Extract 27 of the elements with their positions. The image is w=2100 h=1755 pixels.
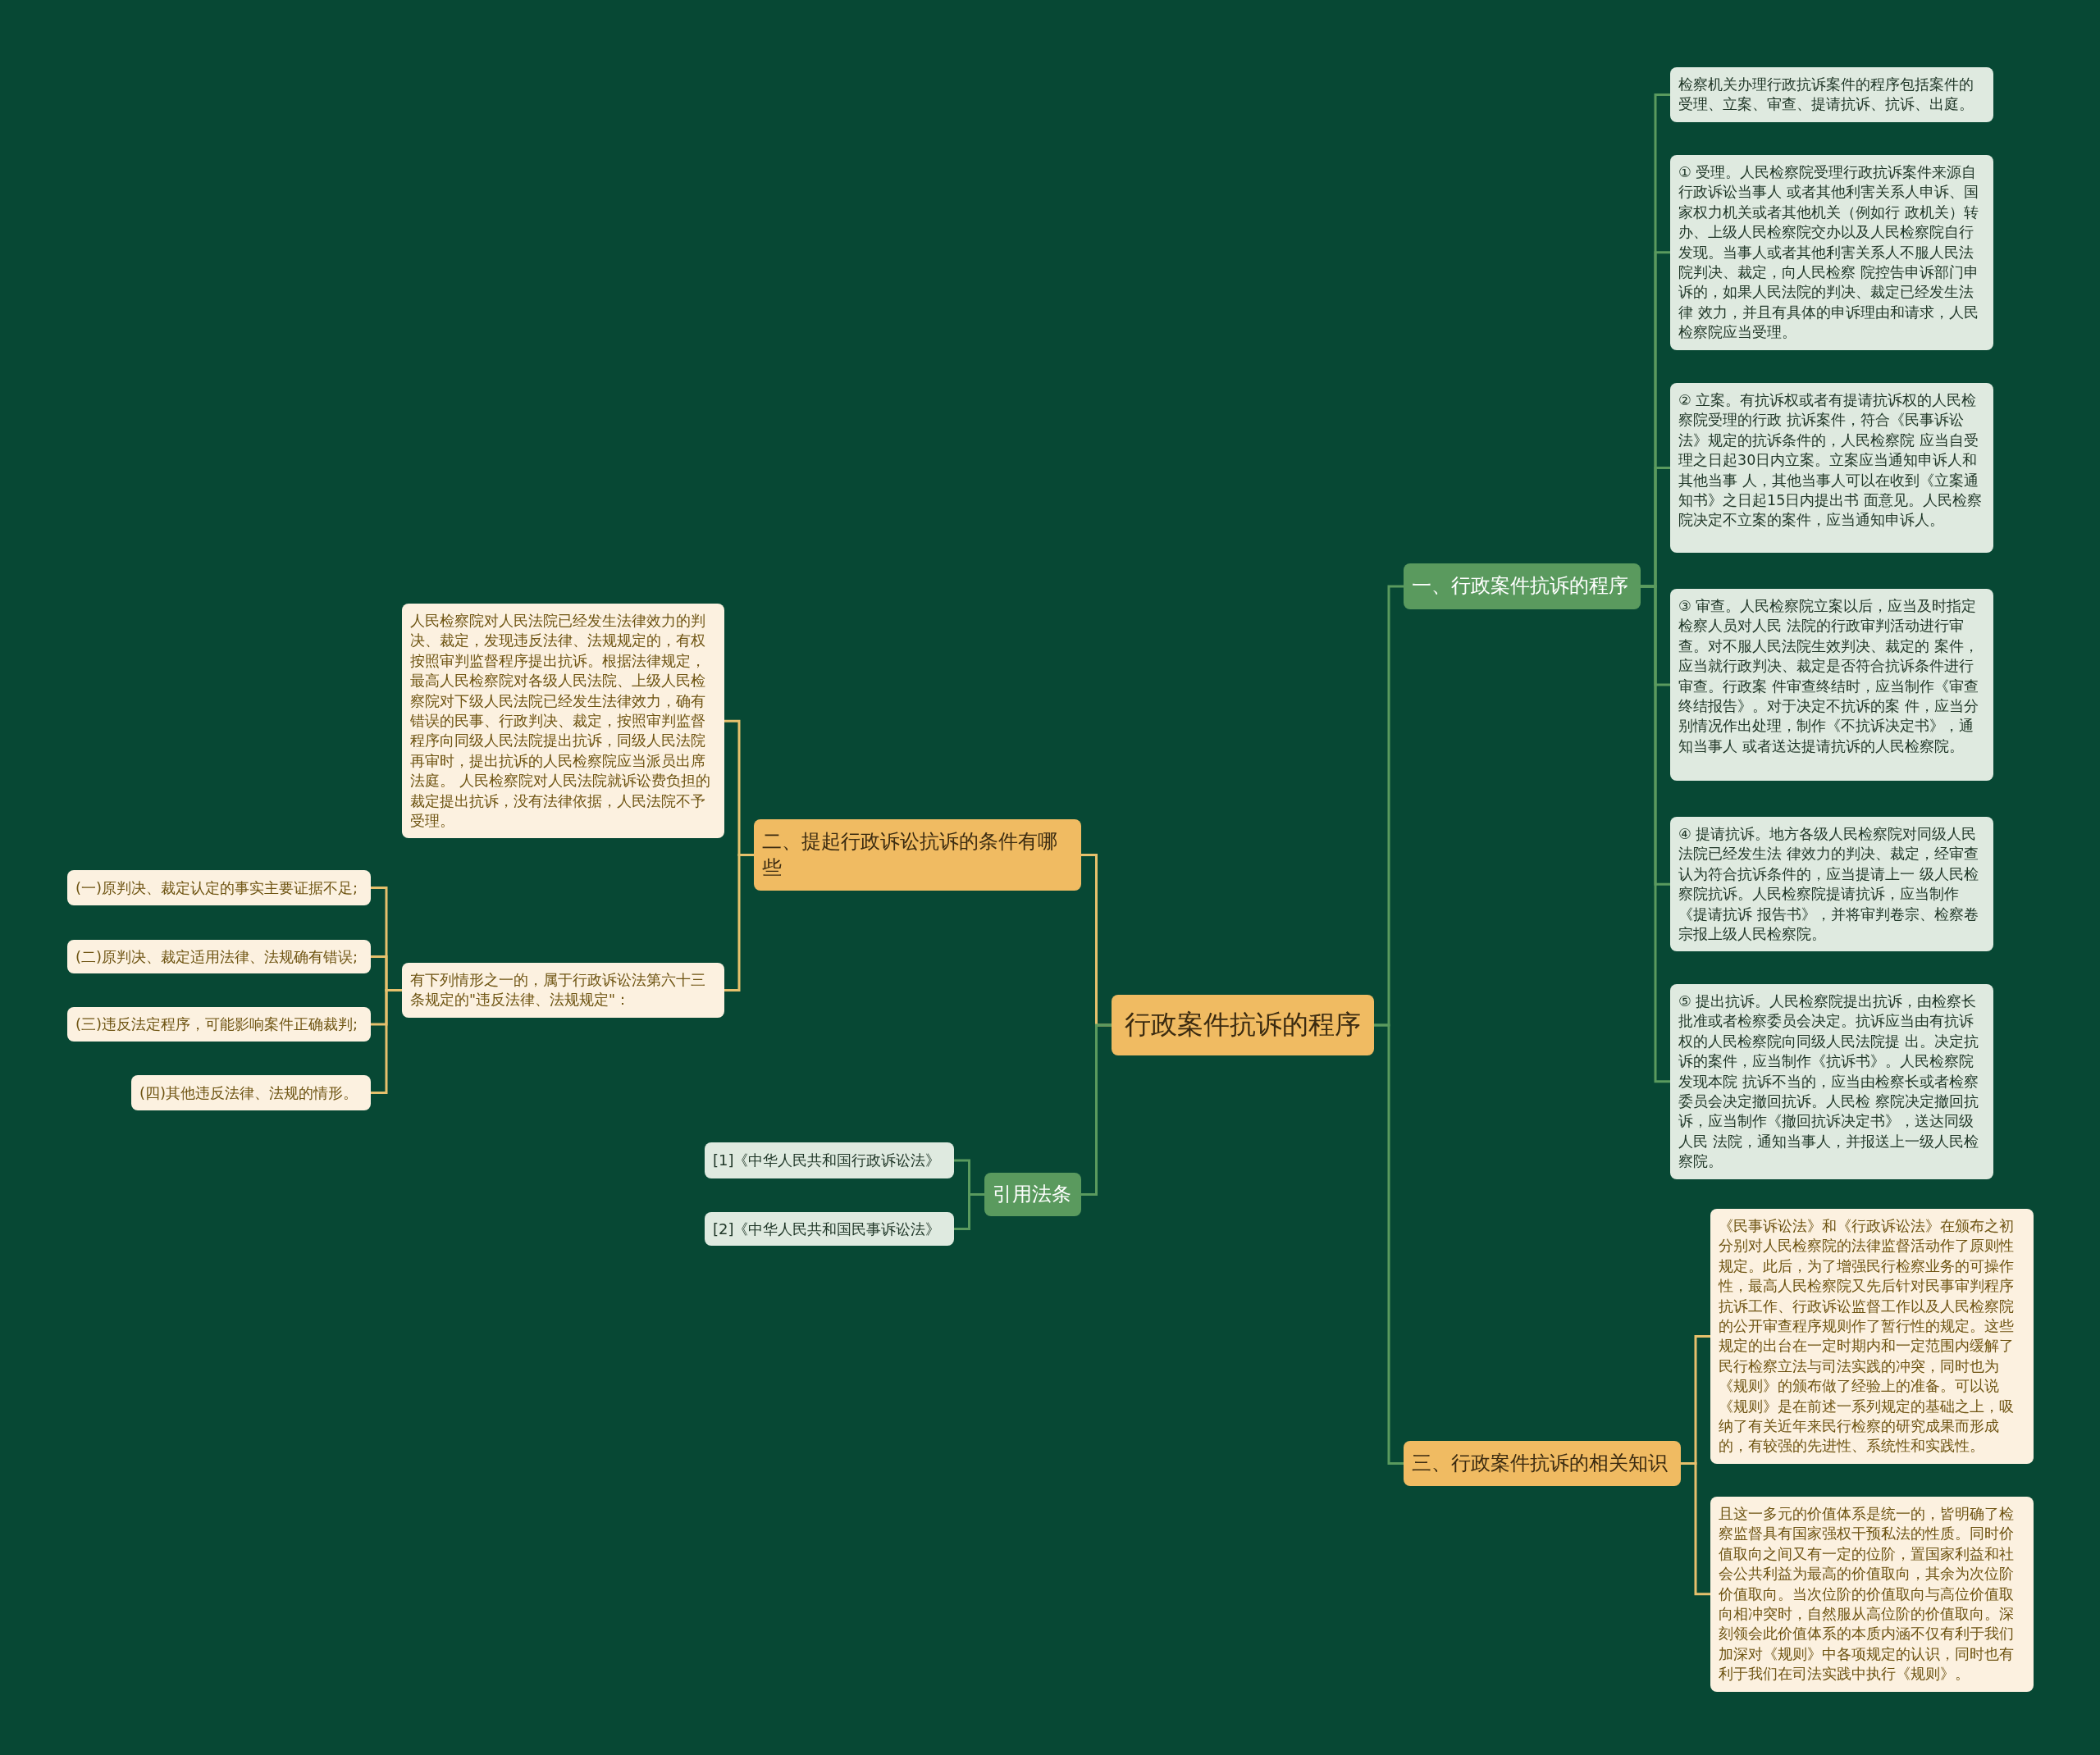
list-item: (三)违反法定程序，可能影响案件正确裁判; [67, 1007, 371, 1042]
reference-item: [2]《中华人民共和国民事诉讼法》 [705, 1212, 954, 1246]
connector-line [954, 1193, 984, 1230]
list-item: (一)原判决、裁定认定的事实主要证据不足; [67, 870, 371, 905]
note-card: ④ 提请抗诉。地方各级人民检察院对同级人民法院已经发生法 律效力的判决、裁定，经审查认为符合抗诉条件的，应当提请上一 级人民检察院抗诉。人民检察院提请抗诉，应当制作《提请抗诉 报告书》，并将审判卷宗、检察卷宗报上级人民检察院。 [1670, 817, 1993, 952]
note-card: 《民事诉讼法》和《行政诉讼法》在颁布之初分别对人民检察院的法律监督活动作了原则性规定。此后，为了增强民行检察业务的可操作性，最高人民检察院又先后针对民事审判程序抗诉工作、行政诉讼监督工作以及人民检察院的公开审查程序规则作了暂行性的规定。这些规定的出台在一定时期内和一定范围内缓解了民行检察立法与司法实践的冲突，同时也为《规则》的颁布做了经验上的准备。可以说《规则》是在前述一系列规定的基础之上，吸纳了有关近年来民行检察的研究成果而形成的，有较强的先进性、系统性和实践性。 [1710, 1209, 2034, 1464]
connector-line [1081, 1023, 1112, 1196]
branch-topic: 三、行政案件抗诉的相关知识 [1404, 1441, 1681, 1486]
note-card: 有下列情形之一的，属于行政诉讼法第六十三条规定的"违反法律、法规规定"： [402, 963, 724, 1018]
note-card: ③ 审查。人民检察院立案以后，应当及时指定检察人员对人民 法院的行政审判活动进行审查。对不服人民法院生效判决、裁定的 案件，应当就行政判决、裁定是否符合抗诉条件进行审查。行政案 件审查终结时，应当制作《审查终结报告》。对于决定不抗诉的案 件，应当分别情况作出处理，制作《不抗诉决定书》，通知当事人 或者送达提请抗诉的人民检察院。 [1670, 589, 1993, 781]
reference-item: [1]《中华人民共和国行政诉讼法》 [705, 1142, 954, 1178]
note-card: ① 受理。人民检察院受理行政抗诉案件来源自行政诉讼当事人 或者其他利害关系人申诉、国家权力机关或者其他机关（例如行 政机关）转办、上级人民检察院交办以及人民检察院自行发现。当事人或者其他利害关系人不服人民法院判决、裁定，向人民检察 院控告申诉部门申诉的，如果人民法院的判决、裁定已经发生法律 效力，并且有具体的申诉理由和请求，人民检察院应当受理。 [1670, 155, 1993, 350]
branch-topic: 一、行政案件抗诉的程序 [1404, 563, 1641, 609]
list-item: (四)其他违反法律、法规的情形。 [131, 1075, 371, 1110]
note-card: 检察机关办理行政抗诉案件的程序包括案件的受理、立案、审查、提请抗诉、抗诉、出庭。 [1670, 67, 1993, 122]
connector-line [371, 989, 402, 1094]
note-card: ⑤ 提出抗诉。人民检察院提出抗诉，由检察长批准或者检察委员会决定。抗诉应当由有抗诉权的人民检察院向同级人民法院提 出。决定抗诉的案件，应当制作《抗诉书》。人民检察院发现本院 抗诉不当的，应当由检察长或者检察委员会决定撤回抗诉。人民检 察院决定撤回抗诉，应当制作《撤回抗诉决定书》，送达同级人民 法院，通知当事人，并报送上一级人民检察院。 [1670, 984, 1993, 1179]
branch-topic: 引用法条 [984, 1173, 1081, 1216]
branch-topic: 二、提起行政诉讼抗诉的条件有哪些 [754, 819, 1081, 891]
note-card: 且这一多元的价值体系是统一的，皆明确了检察监督具有国家强权干预私法的性质。同时价值取向之间又有一定的位阶，置国家利益和社会公共利益为最高的价值取向，其余为次位阶价值取向。当次位阶的价值取向与高位价值取向相冲突时，自然服从高位阶的价值取向。深刻领会此价值体系的本质内涵不仅有利于我们加深对《规则》中各项规定的认识，同时也有利于我们在司法实践中执行《规则》。 [1710, 1497, 2034, 1692]
connector-line [1681, 1462, 1710, 1596]
connector-line [1374, 1023, 1404, 1465]
connector-line [724, 854, 754, 991]
central-topic: 行政案件抗诉的程序 [1112, 995, 1374, 1055]
list-item: (二)原判决、裁定适用法律、法规确有错误; [67, 940, 371, 973]
note-card: ② 立案。有抗诉权或者有提请抗诉权的人民检察院受理的行政 抗诉案件，符合《民事诉讼法》规定的抗诉条件的，人民检察院 应当自受理之日起30日内立案。立案应当通知申诉人和其他当事 人，其他当事人可以在收到《立案通知书》之日起15日内提出书 面意见。人民检察院决定不立案的案件，应当通知申诉人。 [1670, 383, 1993, 553]
note-card: 人民检察院对人民法院已经发生法律效力的判决、裁定，发现违反法律、法规规定的，有权按照审判监督程序提出抗诉。根据法律规定，最高人民检察院对各级人民法院、上级人民检察院对下级人民法院已经发生法律效力，确有错误的民事、行政判决、裁定，按照审判监督程序向同级人民法院提出抗诉，同级人民法院再审时，提出抗诉的人民检察院应当派员出席法庭。 人民检察院对人民法院就诉讼费负担的裁定提出抗诉，没有法律依据，人民法院不予受理。 [402, 604, 724, 839]
